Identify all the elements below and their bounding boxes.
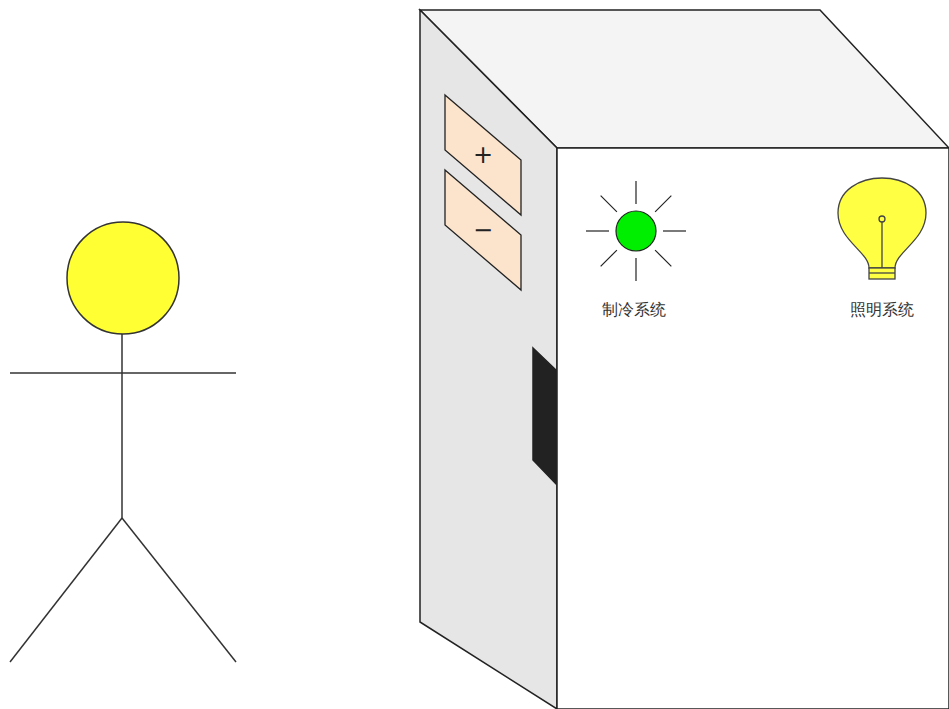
button-sign: − <box>473 218 493 242</box>
lighting-label: 照明系统 <box>850 300 914 321</box>
minus-button: − <box>445 170 521 290</box>
cooling-indicator <box>586 181 686 281</box>
light-ray <box>601 250 617 266</box>
cooling-label: 制冷系统 <box>602 300 666 321</box>
fridge-door <box>420 10 557 709</box>
fridge <box>420 10 949 709</box>
filament <box>881 222 882 268</box>
bulb-base-line <box>869 272 895 273</box>
button-shape <box>445 170 521 290</box>
leg <box>10 518 122 662</box>
green-light <box>616 211 656 251</box>
leg <box>122 518 236 662</box>
arms <box>10 372 236 374</box>
bulb-base <box>869 268 895 279</box>
light-ray <box>663 230 686 231</box>
filament-tip <box>879 216 885 222</box>
light-ray <box>655 250 671 266</box>
fridge-side <box>557 148 949 709</box>
head <box>67 222 179 334</box>
light-ray <box>601 196 617 212</box>
light-ray <box>635 181 636 204</box>
button-sign: + <box>473 143 493 167</box>
light-ray <box>635 258 636 281</box>
person-figure <box>10 222 236 662</box>
bulb-glass <box>838 178 926 268</box>
light-ray <box>586 230 609 231</box>
light-ray <box>655 196 671 212</box>
light-bulb <box>838 178 926 279</box>
door-handle <box>533 348 556 484</box>
body <box>121 334 123 518</box>
